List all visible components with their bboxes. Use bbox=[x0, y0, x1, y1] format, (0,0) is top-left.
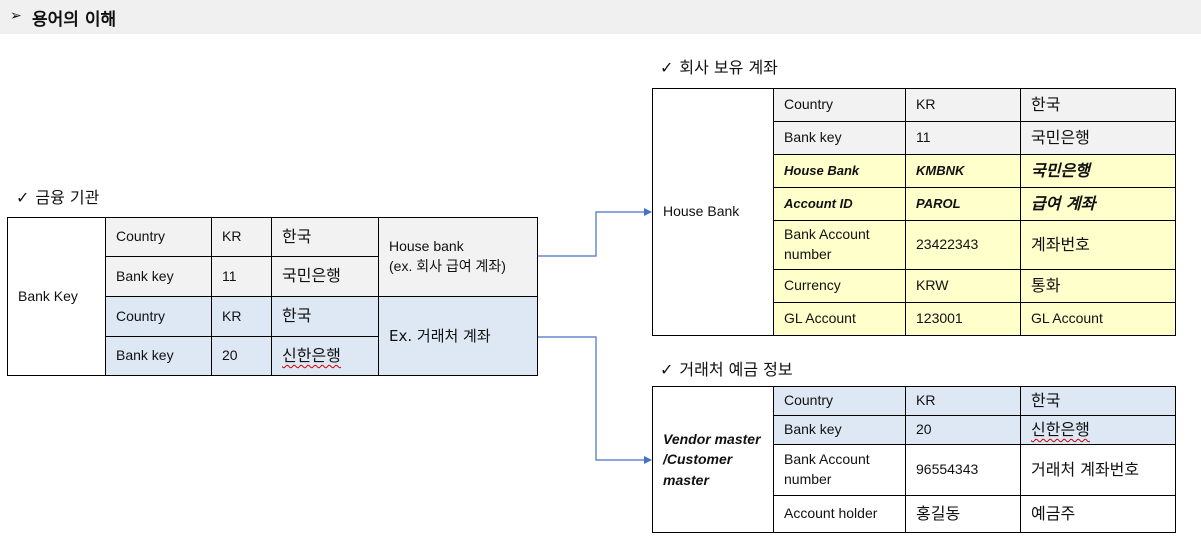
table-cell-value: 신한은행 bbox=[1020, 415, 1176, 445]
table-cell-value: 예금주 bbox=[1020, 495, 1176, 533]
table-cell-field: Country bbox=[105, 296, 212, 337]
table-cell-value: 통화 bbox=[1020, 269, 1176, 303]
table-cell-value-text: 신한은행 bbox=[1031, 419, 1090, 439]
check-icon: ✓ bbox=[660, 58, 674, 77]
section-title-text: 회사 보유 계좌 bbox=[679, 58, 778, 77]
table-cell-field: Bank key bbox=[773, 415, 906, 445]
section-title-vendor: ✓ 거래처 예금 정보 bbox=[660, 356, 793, 380]
table-cell-field: Account ID bbox=[773, 187, 906, 221]
check-icon: ✓ bbox=[660, 360, 674, 379]
table-cell-value: 한국 bbox=[271, 296, 379, 337]
table-cell-code: 123001 bbox=[905, 302, 1021, 336]
table-cell-value: 국민은행 bbox=[271, 256, 379, 297]
house-bank-label: House Bank bbox=[652, 88, 774, 336]
table-cell-value: 급여 계좌 bbox=[1020, 187, 1176, 221]
table-cell-code: 96554343 bbox=[905, 444, 1021, 496]
check-icon: ✓ bbox=[16, 188, 30, 207]
table-cell-code: 홍길동 bbox=[905, 495, 1021, 533]
table-cell-code: 20 bbox=[211, 336, 272, 376]
arrow-bullet-icon: ➢ bbox=[10, 7, 22, 23]
table-cell-field: House Bank bbox=[773, 154, 906, 188]
section-title-text: 거래처 예금 정보 bbox=[679, 360, 793, 379]
header-bar: ➢ 용어의 이해 bbox=[0, 0, 1201, 34]
vendor-master-label: Vendor master /Customer master bbox=[652, 386, 774, 533]
page-title: 용어의 이해 bbox=[32, 10, 117, 30]
table-cell-field: Account holder bbox=[773, 495, 906, 533]
table-cell-code: KR bbox=[905, 386, 1021, 416]
table-cell-value: 한국 bbox=[271, 217, 379, 257]
table-cell-value: 거래처 계좌번호 bbox=[1020, 444, 1176, 496]
table-cell-value: GL Account bbox=[1020, 302, 1176, 336]
table-cell-value: 국민은행 bbox=[1020, 154, 1176, 188]
bank-key-label: Bank Key bbox=[7, 217, 106, 376]
section-title-financial: ✓ 금융 기관 bbox=[16, 184, 99, 208]
connector-vendor-account bbox=[538, 336, 652, 464]
table-cell-code: 23422343 bbox=[905, 220, 1021, 270]
connector-house-bank bbox=[538, 208, 652, 257]
table-cell-value: 한국 bbox=[1020, 88, 1176, 122]
section-title-company: ✓ 회사 보유 계좌 bbox=[660, 54, 778, 78]
table-cell-value: 계좌번호 bbox=[1020, 220, 1176, 270]
section-title-text: 금융 기관 bbox=[35, 188, 100, 207]
table-cell-code: 11 bbox=[211, 256, 272, 297]
table-cell-value: 신한은행 bbox=[271, 336, 379, 376]
table-cell-field: Bank key bbox=[105, 256, 212, 297]
vendor-account-group-label: Ex. 거래처 계좌 bbox=[378, 296, 538, 376]
house-bank-group-label: House bank (ex. 회사 급여 계좌) bbox=[378, 217, 538, 297]
table-cell-field: Bank key bbox=[105, 336, 212, 376]
table-cell-code: KR bbox=[211, 296, 272, 337]
table-cell-value-text: 신한은행 bbox=[282, 345, 341, 365]
